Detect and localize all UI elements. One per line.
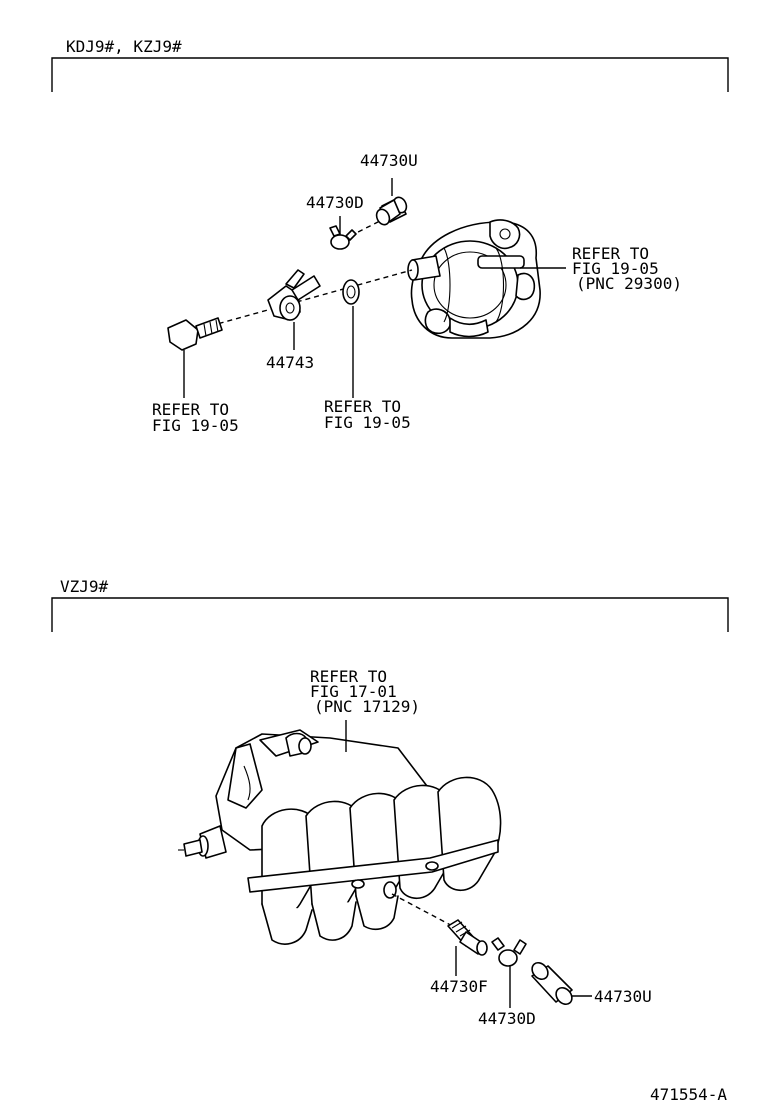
label-44730U: 44730U: [594, 987, 652, 1006]
section-bracket: [51, 597, 729, 632]
gasket: [342, 279, 360, 305]
ref-bolt-line1: REFER TO: [152, 400, 229, 419]
figure-id: 471554-A: [650, 1085, 727, 1104]
ref-pump-line1: REFER TO: [572, 244, 649, 263]
vacuum-pump: [407, 219, 541, 339]
hose-44730U: [531, 961, 573, 1006]
intake-manifold: [178, 729, 502, 945]
section-header: VZJ9#: [60, 577, 109, 596]
union-44730F: [447, 919, 488, 956]
ref-bolt-line2: FIG 19-05: [152, 416, 239, 435]
section-vzj9: VZJ9#: [51, 577, 729, 1028]
label-44730U: 44730U: [360, 151, 418, 170]
section-bracket: [51, 57, 729, 92]
ref-manifold-line1: REFER TO: [310, 667, 387, 686]
ref-gasket-line1: REFER TO: [324, 397, 401, 416]
ref-manifold-line3: (PNC 17129): [314, 697, 420, 716]
union-44743: [267, 269, 321, 321]
ref-pump-line3: (PNC 29300): [576, 274, 682, 293]
assembly-line-1: [209, 269, 413, 327]
ref-gasket-line2: FIG 19-05: [324, 413, 411, 432]
ref-pump-line2: FIG 19-05: [572, 259, 659, 278]
clip-44730D: [491, 937, 527, 967]
ref-manifold-line2: FIG 17-01: [310, 682, 397, 701]
label-44730D: 44730D: [478, 1009, 536, 1028]
union-bolt: [167, 317, 223, 351]
clip-44730D: [329, 225, 357, 250]
section-kdj9-kzj9: KDJ9#, KZJ9#: [51, 37, 729, 435]
assembly-line-3: [391, 893, 461, 931]
label-44730D: 44730D: [306, 193, 364, 212]
section-header: KDJ9#, KZJ9#: [66, 37, 182, 56]
label-44743: 44743: [266, 353, 314, 372]
label-44730F: 44730F: [430, 977, 488, 996]
hose-44730U: [375, 196, 408, 226]
